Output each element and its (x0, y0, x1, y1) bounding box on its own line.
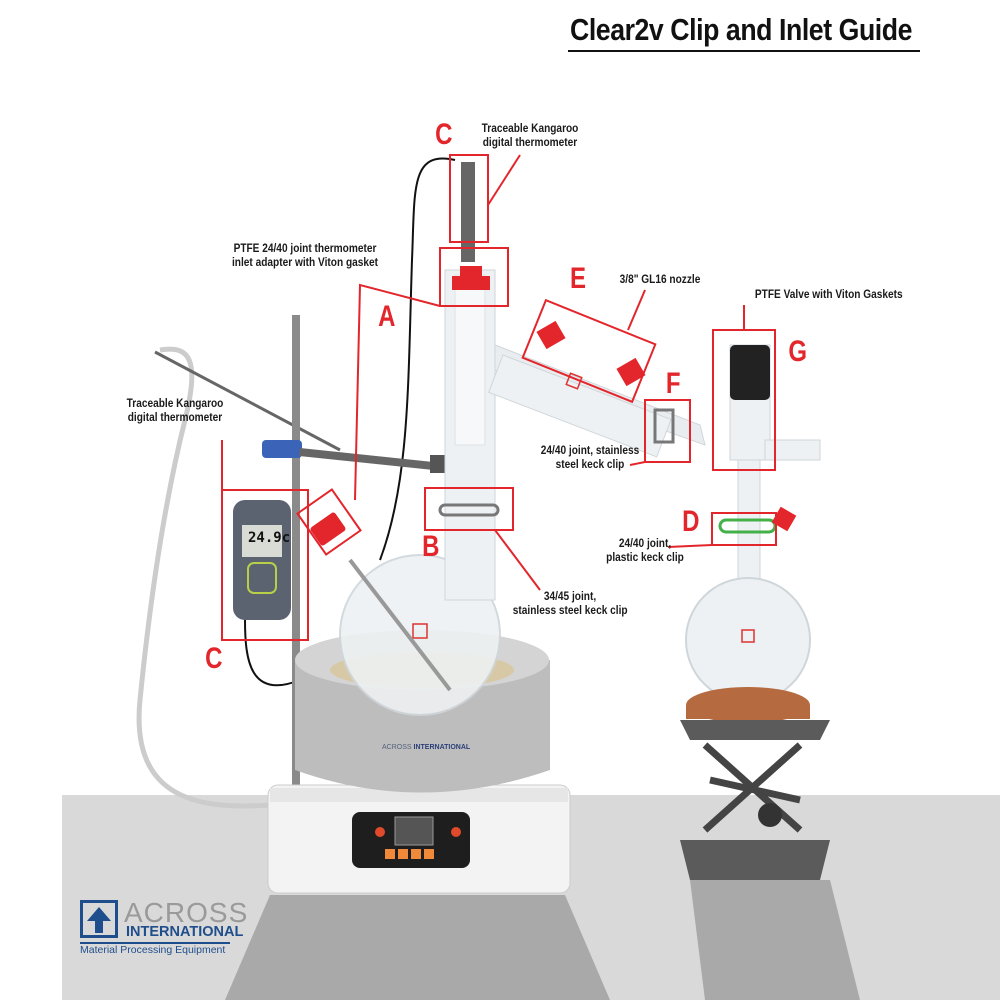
logo-sub: INTERNATIONAL (126, 924, 244, 940)
callout-letter-a: A (378, 300, 396, 333)
callout-letter-d: D (682, 505, 700, 538)
label-plastic-keck-clip: 24/40 joint, plastic keck clip (606, 538, 684, 564)
jack-shadow (690, 880, 860, 1000)
handheld-thermometer (233, 500, 291, 620)
arrow-logo-icon (80, 900, 118, 938)
probe-cable (154, 350, 341, 452)
page-title: Clear2v Clip and Inlet Guide (570, 12, 913, 47)
callout-letter-f: F (665, 367, 681, 400)
title-underline (568, 50, 920, 52)
callout-letter-e: E (570, 262, 587, 295)
callout-letter-b: B (422, 530, 440, 563)
thermometer-cap (452, 276, 490, 290)
logo-rule (80, 942, 230, 944)
thermometer-cable (379, 157, 456, 561)
keck-clip-f (653, 408, 675, 444)
thermometer-display: 24.9c (248, 530, 291, 546)
callout-letter-c-left: C (205, 642, 223, 675)
clamp-arm (299, 448, 460, 473)
mantle-brand-light: ACROSS (382, 744, 412, 751)
logo-tagline: Material Processing Equipment (80, 944, 226, 956)
label-nozzle: 3/8" GL16 nozzle (619, 274, 701, 286)
label-inlet-adapter: PTFE 24/40 joint thermometer inlet adapt… (231, 243, 379, 269)
lab-jack-top (680, 720, 830, 740)
label-steel-keck-clip-f: 24/40 joint, stainless steel keck clip (540, 445, 640, 471)
ptfe-valve-knob (730, 345, 770, 400)
mantle-shadow (225, 895, 610, 1000)
thermometer-probe (461, 162, 475, 262)
nozzle-cap-1 (536, 320, 566, 350)
callout-letter-c-top: C (435, 118, 453, 151)
stand-rod (292, 315, 300, 790)
label-thermometer-left: Traceable Kangaroo digital thermometer (126, 398, 224, 424)
callout-frames (221, 154, 777, 641)
clamp-boss (262, 440, 302, 458)
label-ptfe-valve: PTFE Valve with Viton Gaskets (754, 289, 903, 301)
lab-jack-base (680, 840, 830, 880)
label-thermometer-top: Traceable Kangaroo digital thermometer (481, 123, 579, 149)
label-steel-keck-clip-b: 34/45 joint, stainless steel keck clip (512, 591, 628, 617)
inlet-adapter (310, 512, 346, 546)
nozzle-cap-2 (616, 357, 646, 387)
mantle-brand-bold: INTERNATIONAL (413, 744, 471, 751)
tubing (136, 346, 271, 809)
heating-mantle (295, 660, 550, 793)
logo-name: ACROSS (124, 897, 249, 928)
callout-letter-g: G (788, 335, 808, 368)
probe-rod (348, 558, 452, 692)
keck-clip-b (438, 503, 500, 517)
receiving-flask (685, 577, 811, 703)
mantle-brand: ACROSS INTERNATIONAL (382, 744, 470, 751)
